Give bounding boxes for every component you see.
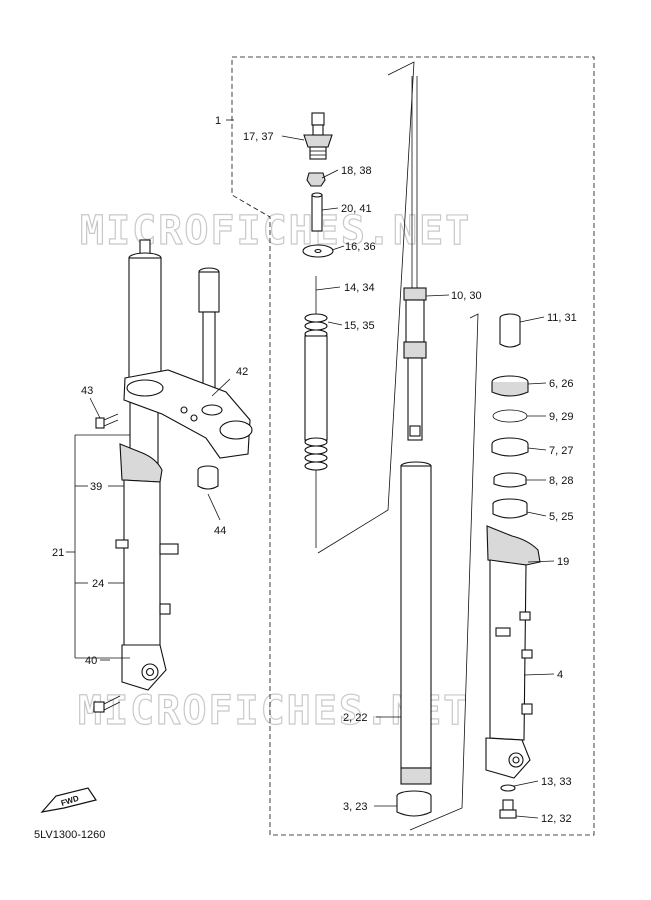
part-stem-collar: [197, 465, 219, 490]
callout-5: 5, 25: [549, 511, 573, 523]
callout-14: 14, 34: [344, 282, 375, 294]
callout-39: 39: [90, 481, 102, 493]
part-clamp-bolt: [95, 413, 119, 429]
callout-24: 24: [92, 578, 104, 590]
part-spring-coils: [304, 437, 328, 471]
part-axle-bolt: [93, 695, 121, 713]
callout-20: 20, 41: [341, 203, 372, 215]
part-dust-seal-cap: [499, 313, 521, 348]
fwd-arrow-icon: FWD: [40, 787, 97, 813]
leader-43: [89, 397, 101, 419]
callout-labels: 1 17, 37 18, 38 20, 41 16, 36 14, 34 15,…: [52, 115, 577, 825]
callout-42: 42: [236, 366, 248, 378]
part-slide-bush: [492, 498, 528, 519]
callout-2: 2, 22: [343, 712, 367, 724]
part-cap-bolt: [303, 112, 333, 160]
part-outer-leg-right: [485, 525, 541, 779]
part-outer-tube: [400, 461, 432, 785]
callout-11: 11, 31: [547, 312, 577, 324]
part-bushing-bottom: [396, 790, 432, 817]
part-inner-rod: [403, 76, 427, 441]
callout-12: 12, 32: [541, 813, 572, 825]
callout-18: 18, 38: [341, 165, 372, 177]
callout-4: 4: [557, 669, 563, 681]
part-spring-top: [304, 313, 328, 441]
part-steering-stem: [198, 267, 220, 397]
callout-1: 1: [215, 115, 221, 127]
callout-17: 17, 37: [243, 131, 274, 143]
part-washer-seal: [491, 437, 529, 457]
part-oil-seal: [491, 375, 529, 397]
callout-9: 9, 29: [549, 411, 573, 423]
callout-15: 15, 35: [344, 320, 375, 332]
inner-line-right: [409, 313, 479, 831]
leader-lines: [66, 119, 555, 819]
part-guide-bush: [493, 472, 527, 488]
callout-3: 3, 23: [343, 801, 367, 813]
callout-13: 13, 33: [541, 776, 572, 788]
part-outer-leg-left: [115, 443, 179, 691]
part-under-bracket: [123, 369, 253, 459]
callout-19: 19: [557, 556, 569, 568]
callout-43: 43: [81, 385, 93, 397]
part-nut: [306, 172, 326, 187]
callout-6: 6, 26: [549, 378, 573, 390]
callout-40: 40: [85, 655, 97, 667]
callout-16: 16, 36: [345, 241, 376, 253]
part-washer: [302, 244, 334, 258]
callout-10: 10, 30: [451, 290, 482, 302]
callout-21: 21: [52, 547, 64, 559]
part-drain-bolt: [499, 799, 517, 819]
inner-line-left: [317, 61, 415, 554]
callout-7: 7, 27: [549, 445, 573, 457]
diagram-code: 5LV1300-1260: [34, 829, 105, 841]
assembly-boundary: [231, 56, 595, 836]
callout-8: 8, 28: [549, 475, 573, 487]
part-collar: [311, 192, 323, 232]
watermark-top: MICROFICHES.NET: [80, 208, 471, 254]
callout-44: 44: [214, 525, 226, 537]
part-clip: [492, 409, 528, 423]
part-gasket: [500, 784, 516, 792]
